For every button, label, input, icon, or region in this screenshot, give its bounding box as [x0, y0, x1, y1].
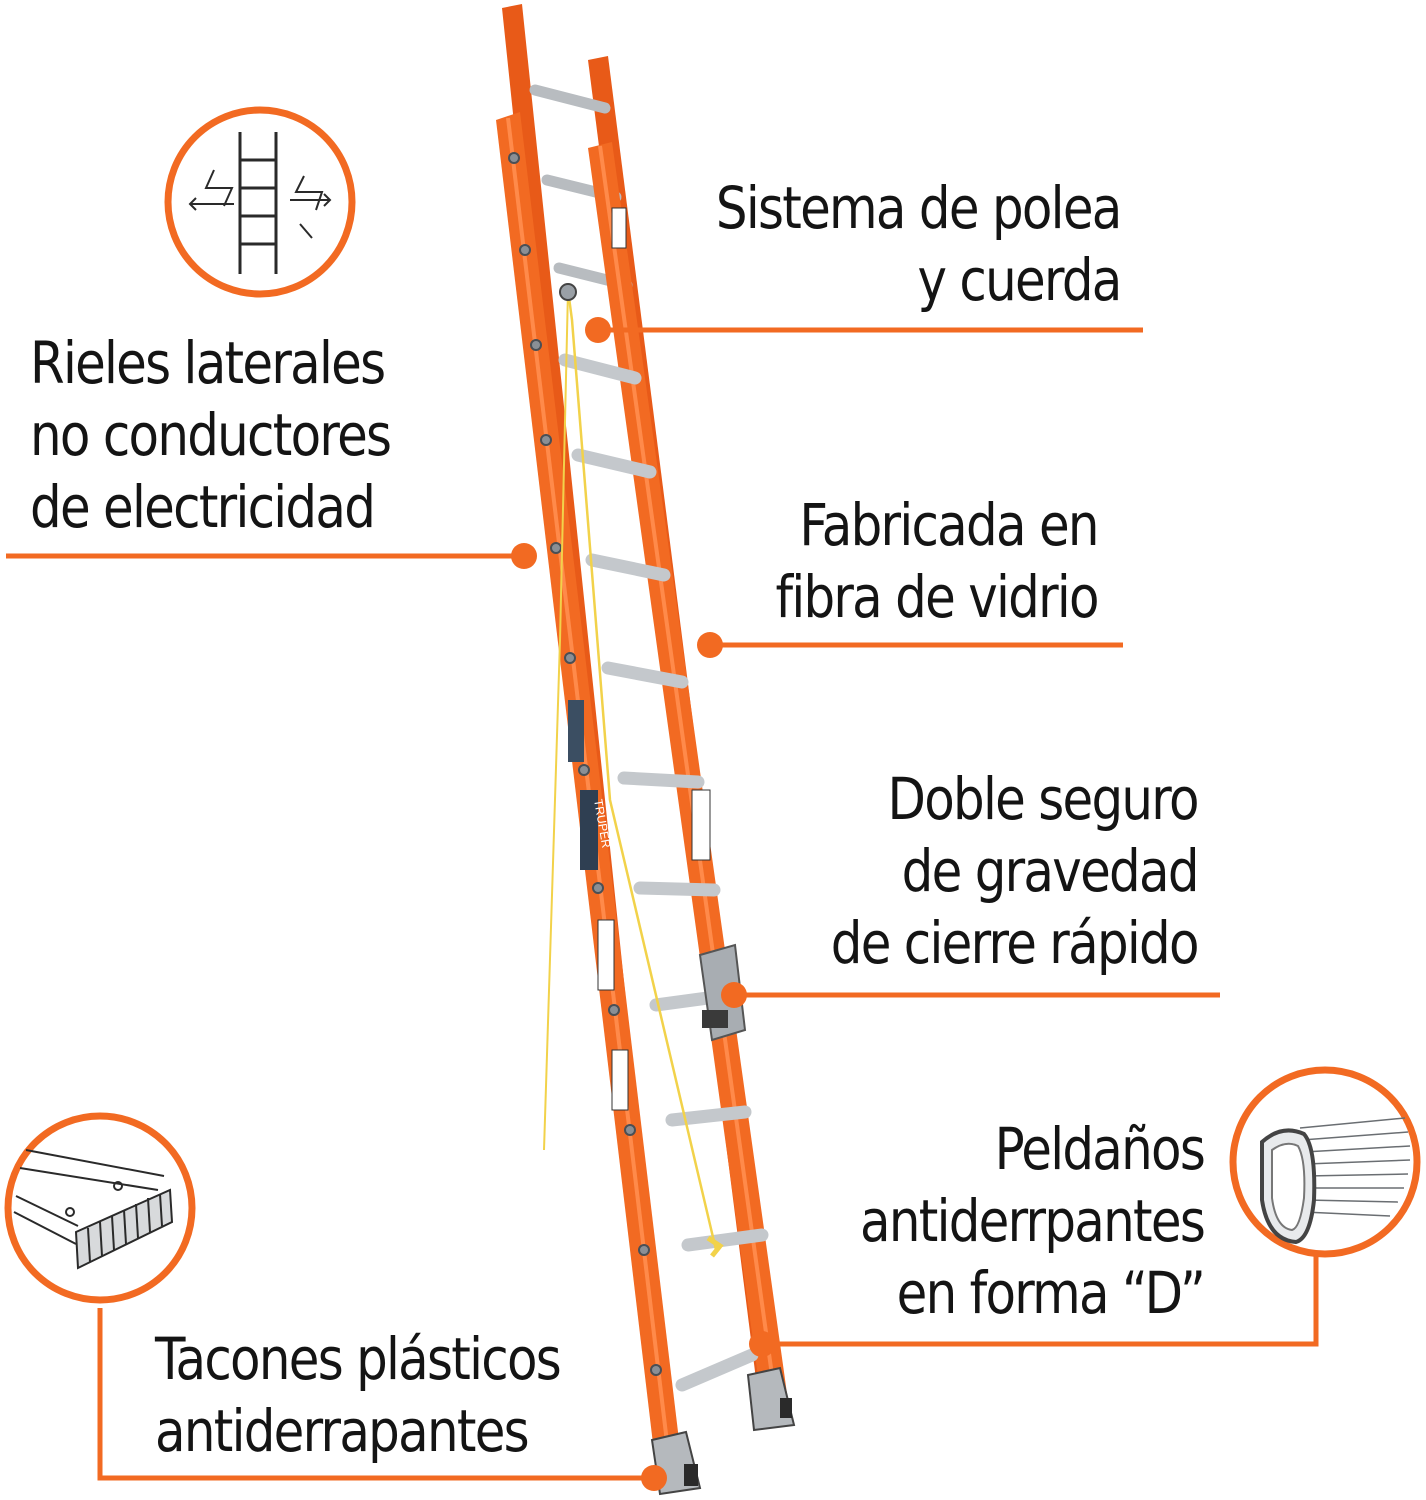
pulley-callout: Sistema de polea y cuerda [716, 172, 1123, 316]
info-sticker-3 [611, 1049, 629, 1111]
fiberglass-callout: Fabricada en fibra de vidrio [775, 489, 1100, 633]
rungs-line-3: en forma “D” [896, 1259, 1206, 1327]
rungs-leader [762, 1254, 1319, 1347]
lock-line-1: Doble seguro [887, 765, 1200, 833]
callout-dots [511, 317, 775, 1491]
spec-sticker [568, 700, 584, 762]
feet-leader [97, 1308, 654, 1481]
rails-callout: Rieles laterales no conductores de elect… [30, 327, 392, 543]
pulley-line-1: Sistema de polea [716, 174, 1122, 242]
rail-rivets [508, 152, 662, 1376]
feet-line-2: antiderrapantes [155, 1397, 530, 1465]
rails-line-3: de electricidad [30, 473, 376, 541]
lock-line-2: de gravedad [901, 837, 1200, 905]
info-sticker [691, 789, 711, 861]
fiberglass-line-2: fibra de vidrio [775, 563, 1100, 631]
pulley [559, 283, 577, 301]
d-rung-icon [1229, 1066, 1421, 1258]
fiberglass-line-1: Fabricada en [799, 491, 1100, 559]
brand-sticker [580, 790, 598, 870]
pulley-line-2: y cuerda [917, 246, 1123, 314]
feet-line-1: Tacones plásticos [155, 1325, 562, 1393]
pulley-rope [566, 289, 718, 1251]
rungs-line-1: Peldaños [994, 1115, 1206, 1183]
warning-sticker [611, 207, 627, 249]
rungs-callout: Peldaños antiderrpantes en forma “D” [859, 1113, 1206, 1329]
extension-ladder: TRUPER [496, 4, 796, 1496]
callout-leaders [6, 327, 1319, 1481]
lock-line-3: de cierre rápido [830, 909, 1200, 977]
non-conductive-ladder-icon [164, 106, 356, 298]
lock-callout: Doble seguro de gravedad de cierre rápid… [830, 763, 1200, 979]
rails-line-1: Rieles laterales [30, 329, 386, 397]
plastic-foot-icon [4, 1112, 196, 1304]
base-rungs [558, 353, 769, 1392]
rails-line-2: no conductores [30, 401, 392, 469]
feet-callout: Tacones plásticos antiderrapantes [155, 1323, 562, 1467]
info-sticker-2 [597, 919, 615, 991]
rungs-line-2: antiderrpantes [859, 1187, 1206, 1255]
